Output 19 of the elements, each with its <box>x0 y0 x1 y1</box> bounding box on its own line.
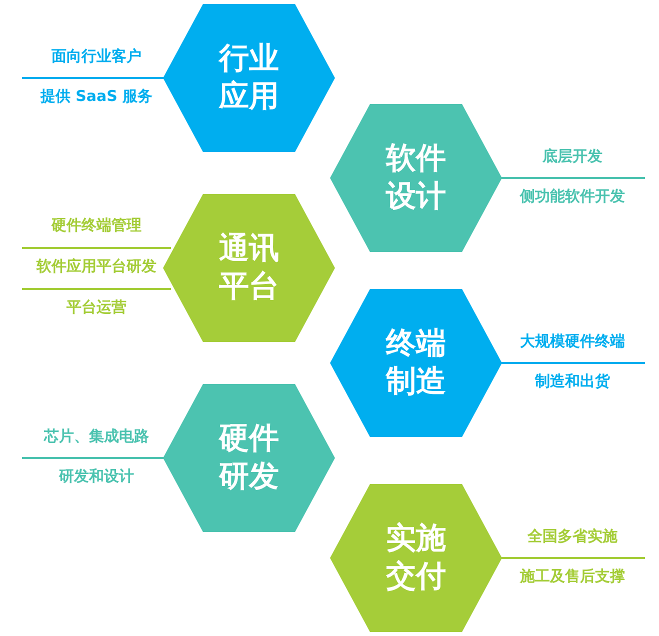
hexagon-label: 终端制造 <box>384 325 447 401</box>
side-note: 大规模硬件终端 <box>519 332 626 351</box>
hexagon-label: 软件设计 <box>384 140 447 216</box>
hexagon-label: 实施交付 <box>385 520 447 596</box>
hexagon-label: 硬件研发 <box>218 420 280 496</box>
side-note: 侧功能软件开发 <box>518 187 626 206</box>
hexagon-label: 通讯平台 <box>218 230 280 306</box>
side-note: 研发和设计 <box>58 467 135 486</box>
hexagon-label: 行业应用 <box>217 40 280 116</box>
side-note: 底层开发 <box>541 147 604 166</box>
side-note: 施工及售后支撑 <box>518 567 626 586</box>
side-note: 硬件终端管理 <box>50 216 142 235</box>
side-note: 提供 SaaS 服务 <box>39 87 154 106</box>
side-note: 制造和出货 <box>534 372 611 391</box>
side-note: 面向行业客户 <box>50 47 142 66</box>
side-note: 芯片、集成电路 <box>42 427 150 446</box>
side-note: 全国多省实施 <box>526 527 618 546</box>
side-note: 平台运营 <box>66 298 128 317</box>
side-note: 软件应用平台研发 <box>35 257 158 276</box>
